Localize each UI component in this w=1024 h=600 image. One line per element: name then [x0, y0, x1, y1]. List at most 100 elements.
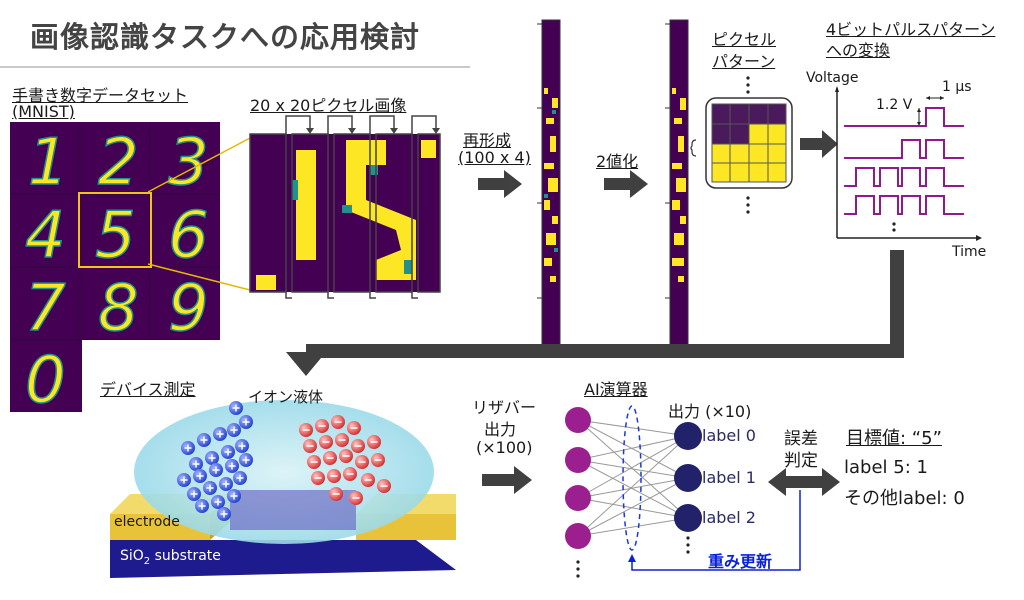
output-title: 出力 (×10)	[668, 402, 752, 421]
anion-icon	[323, 451, 337, 465]
selected-digit-highlight	[78, 192, 152, 268]
anion-icon	[319, 435, 333, 449]
target-line-1: label 5: 1	[844, 457, 928, 478]
cation-icon	[239, 453, 253, 467]
anion-icon	[299, 423, 313, 437]
cation-icon	[205, 451, 219, 465]
mnist-digit-6: 6	[168, 199, 209, 273]
anion-icon	[361, 473, 375, 487]
ion-liquid-label: イオン液体	[248, 388, 324, 406]
pulse-chart-graphic	[835, 86, 982, 241]
target-line-2: その他label: 0	[844, 488, 965, 509]
cation-icon	[211, 495, 225, 509]
page-title: 画像認識タスクへの応用検討	[30, 20, 421, 54]
anion-icon	[339, 449, 353, 463]
cation-icon	[197, 433, 211, 447]
cation-icon	[195, 499, 209, 513]
pixel-pattern-graphic	[690, 76, 793, 214]
output-label-2: label 2	[702, 508, 756, 527]
output-label-0: label 0	[702, 426, 756, 445]
mnist-digit-2: 2	[98, 126, 139, 200]
substrate-prefix: SiO	[120, 548, 144, 564]
anion-icon	[351, 439, 365, 453]
anion-icon	[343, 467, 357, 481]
binary-strip-graphic	[665, 19, 689, 347]
anion-icon	[331, 415, 345, 429]
cation-icon	[187, 487, 201, 501]
reshape-label: 再形成	[463, 131, 512, 150]
cation-icon	[225, 459, 239, 473]
mnist-digit-7: 7	[25, 272, 66, 346]
device-label: デバイス測定	[100, 380, 196, 399]
mnist-digit-0: 0	[25, 344, 66, 412]
cation-icon	[219, 477, 233, 491]
mnist-digit-4: 4	[25, 199, 66, 273]
mnist-digit-8: 8	[98, 272, 139, 346]
cation-icon	[203, 481, 217, 495]
anion-icon	[367, 435, 381, 449]
anion-icon	[347, 421, 361, 435]
mnist-label: 手書き数字データセット	[12, 86, 189, 105]
anion-icon	[371, 453, 385, 467]
mnist-sublabel: (MNIST)	[12, 102, 75, 121]
binarize-arrow-icon	[604, 170, 648, 198]
reshape-arrow-icon	[478, 170, 522, 198]
reshaped-strip-graphic	[537, 19, 561, 347]
reshape-sublabel: (100 x 4)	[458, 148, 531, 167]
anion-icon	[303, 439, 317, 453]
cation-icon	[233, 471, 247, 485]
weight-update-label: 重み更新	[708, 552, 773, 571]
cation-icon	[217, 507, 231, 521]
anion-icon	[335, 433, 349, 447]
cation-icon	[181, 441, 195, 455]
anion-icon	[311, 471, 325, 485]
pulse-label-2: への変換	[826, 41, 891, 60]
pulse-label-1: 4ビットパルスパターン	[826, 20, 996, 39]
anion-icon	[327, 469, 341, 483]
mnist-grid: 1 2 3 4 5 6 7 8 9 0	[10, 122, 220, 419]
reservoir-label-3: (×100)	[476, 438, 533, 457]
cation-icon	[221, 445, 235, 459]
substrate-subscript: 2	[143, 555, 151, 567]
anion-icon	[315, 419, 329, 433]
mnist-digit-5: 5	[95, 199, 136, 273]
pixel-pattern-label-1: ピクセル	[712, 30, 777, 49]
anion-icon	[377, 479, 391, 493]
cation-icon	[193, 469, 207, 483]
reservoir-label-1: リザバー	[472, 398, 537, 417]
time-axis-label: Time	[952, 244, 987, 260]
substrate-label: SiO2 substrate	[120, 548, 221, 567]
error-label-2: 判定	[784, 451, 818, 471]
reservoir-arrow-icon	[482, 466, 532, 494]
anion-icon	[329, 487, 343, 501]
device-graphic	[110, 400, 456, 578]
binarize-label: 2値化	[596, 152, 639, 171]
mnist-digit-9: 9	[168, 272, 209, 346]
pulse-width-label: 1 μs	[942, 79, 972, 95]
output-label-1: label 1	[702, 468, 756, 487]
error-label-1: 誤差	[784, 429, 818, 449]
anion-icon	[307, 455, 321, 469]
substrate-suffix: substrate	[150, 548, 221, 564]
pixel-pattern-label-2: パターン	[712, 52, 776, 71]
title-underline	[0, 66, 470, 68]
ai-label: AI演算器	[584, 380, 648, 399]
cation-icon	[213, 427, 227, 441]
pattern-arrow-icon	[800, 130, 838, 158]
neural-network-graphic	[565, 405, 702, 578]
target-title: 目標値: “5”	[846, 428, 942, 449]
cation-icon	[209, 463, 223, 477]
pixel-image-graphic	[147, 115, 441, 299]
pulse-amplitude-label: 1.2 V	[876, 97, 913, 113]
voltage-axis-label: Voltage	[806, 70, 859, 86]
cation-icon	[229, 401, 243, 415]
electrode-label: electrode	[114, 514, 180, 530]
cation-icon	[189, 457, 203, 471]
reservoir-label-2: 出力	[484, 420, 517, 439]
anion-icon	[355, 455, 369, 469]
flow-connector	[286, 250, 904, 376]
cation-icon	[227, 489, 241, 503]
anion-icon	[349, 491, 363, 505]
cation-icon	[235, 439, 249, 453]
weight-update-arrow-icon	[628, 490, 801, 571]
